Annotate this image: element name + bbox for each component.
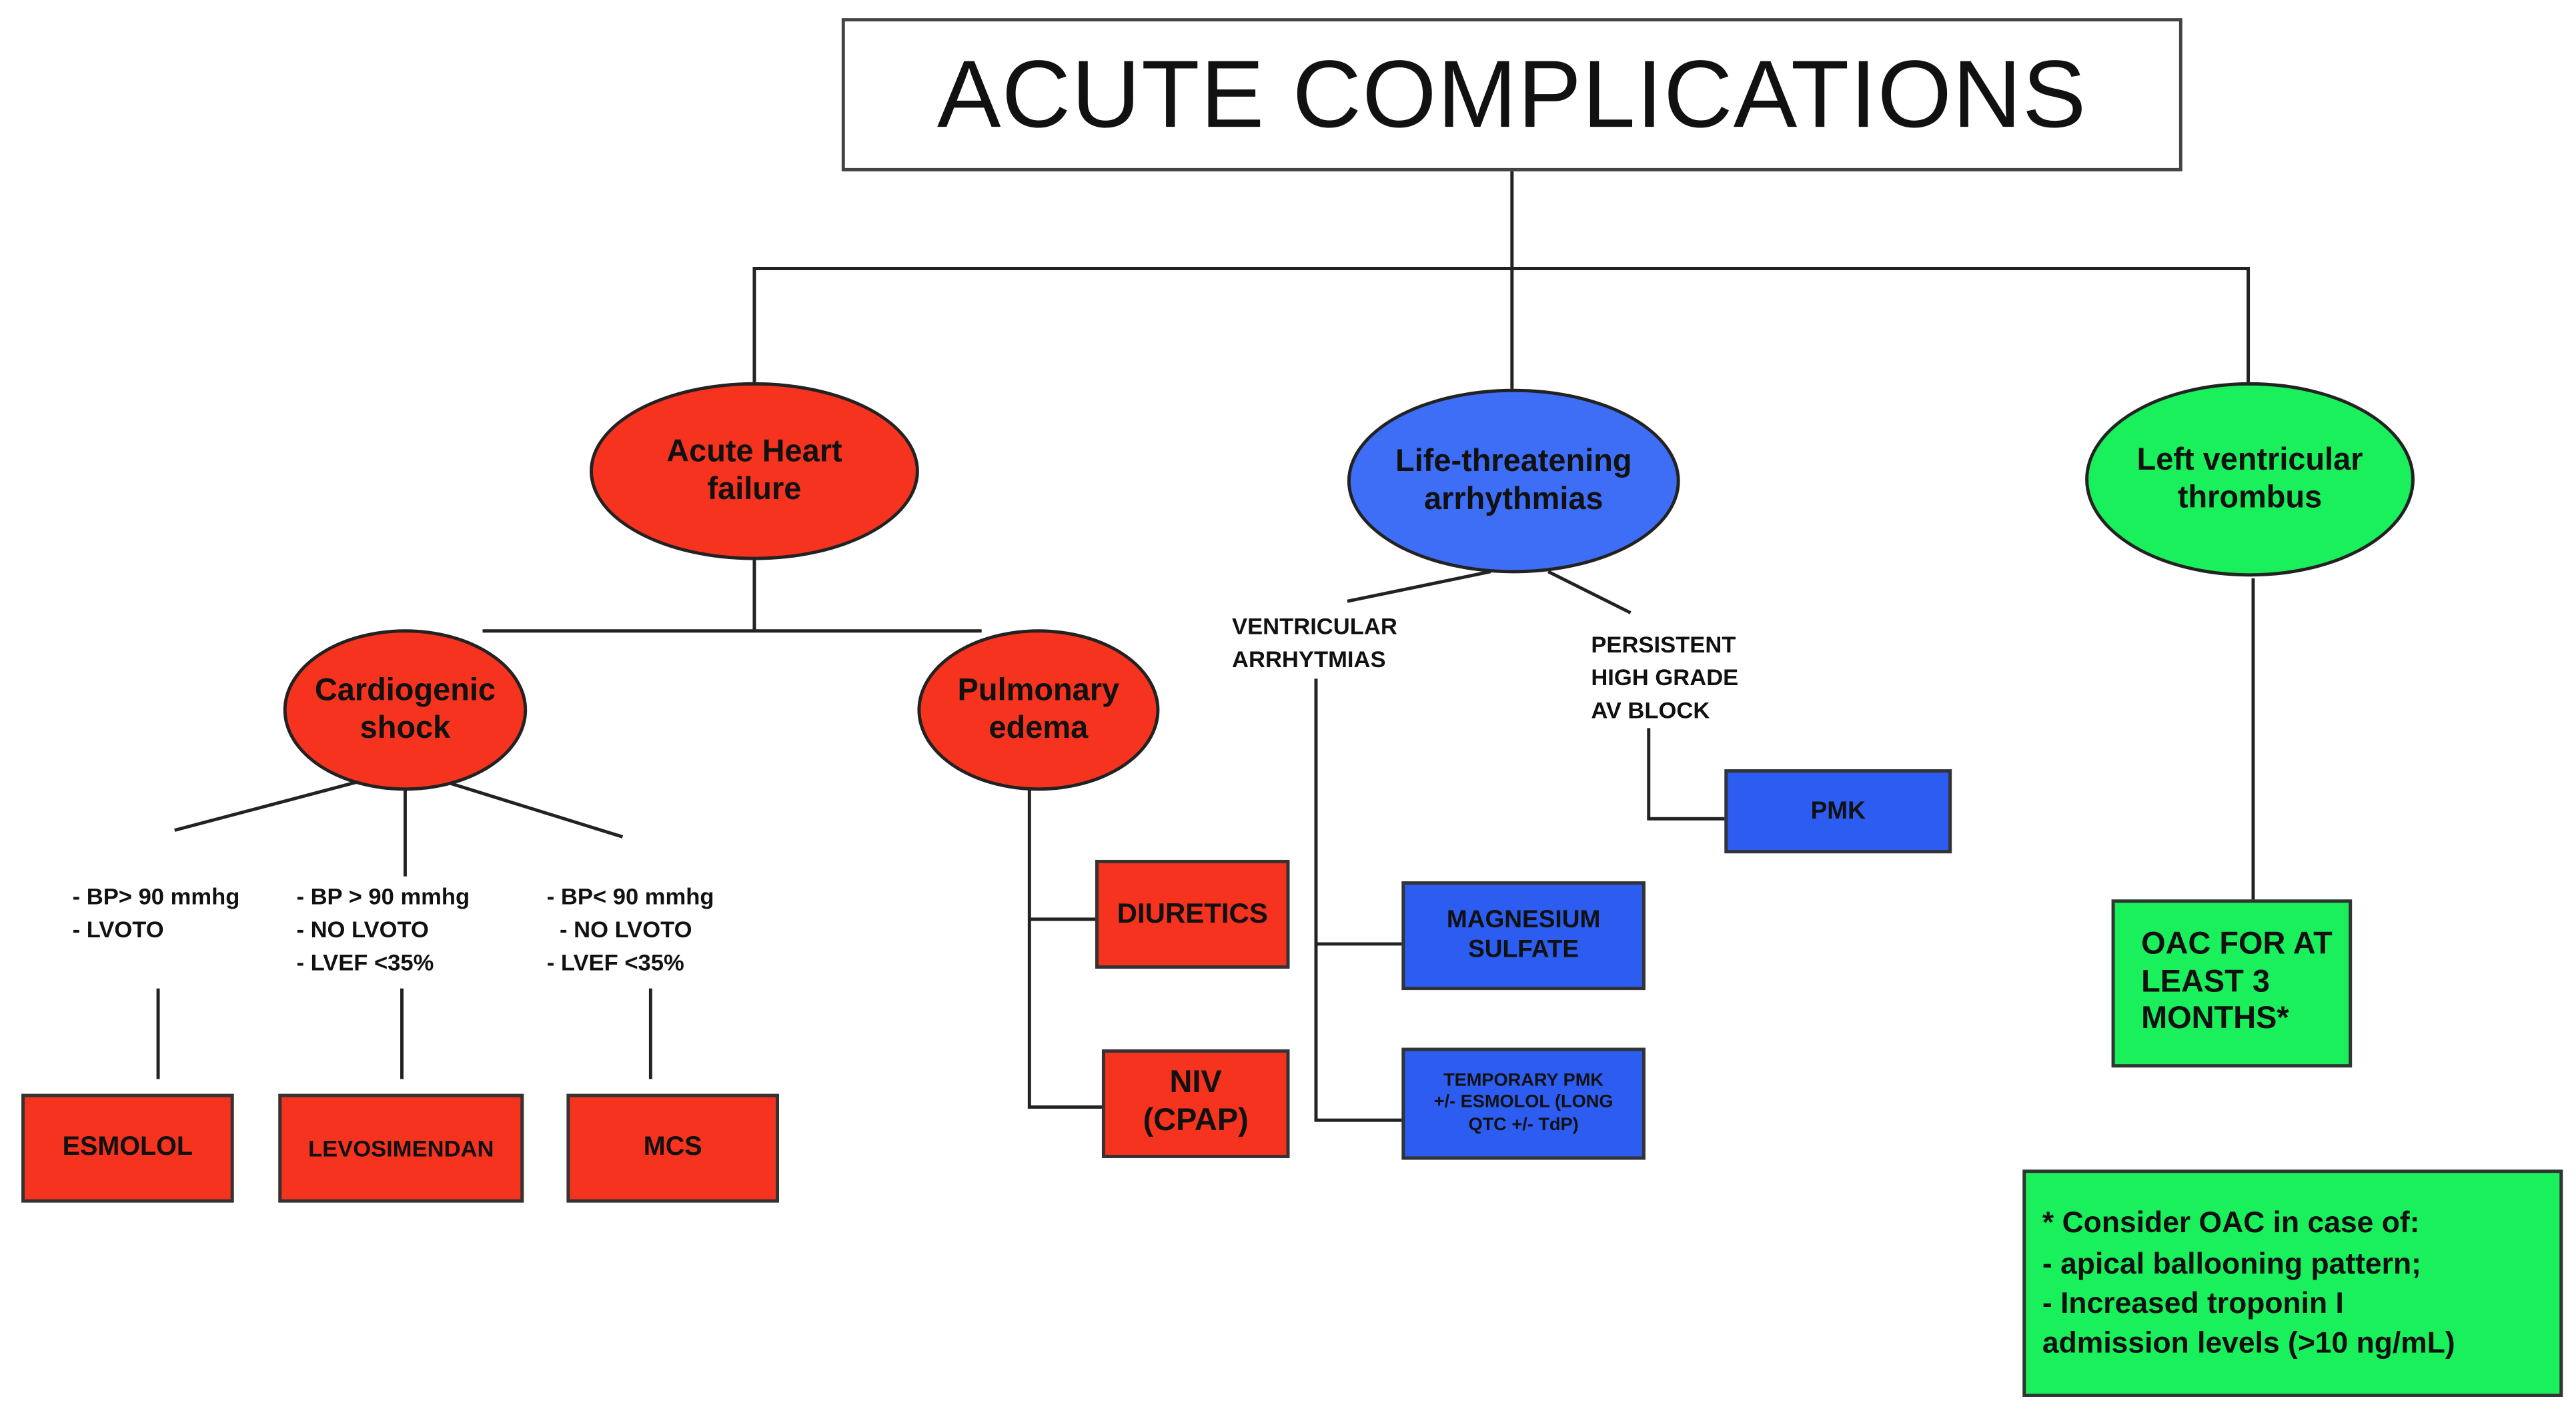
treatment-diuretics: DIURETICS <box>1095 859 1290 969</box>
connector-pmk <box>1647 728 1725 821</box>
node-life-threatening-arrhythmias: Life-threatening arrhythmias <box>1347 388 1680 574</box>
condition-bp-lt90-no-lvoto: - BP< 90 mmhg - NO LVOTO - LVEF <35% <box>546 883 714 975</box>
connector-main-bus <box>752 267 2250 382</box>
title-box: ACUTE COMPLICATIONS <box>841 18 2182 171</box>
condition-bp-gt90-no-lvoto: - BP > 90 mmhg - NO LVOTO - LVEF <35% <box>296 883 470 975</box>
treatment-mcs: MCS <box>566 1093 779 1203</box>
page-title: ACUTE COMPLICATIONS <box>936 41 2087 149</box>
connector-temp-pmk <box>1314 678 1402 1122</box>
node-left-ventricular-thrombus: Left ventricular thrombus <box>2085 382 2415 577</box>
node-pulmonary-edema: Pulmonary edema <box>917 629 1160 791</box>
connector-niv <box>1027 769 1102 1109</box>
node-cardiogenic-shock: Cardiogenic shock <box>283 629 528 791</box>
treatment-magnesium-sulfate: MAGNESIUM SULFATE <box>1401 881 1646 991</box>
treatment-esmolol: ESMOLOL <box>21 1093 234 1203</box>
condition-persistent-av-block: PERSISTENT HIGH GRADE AV BLOCK <box>1591 630 1739 724</box>
treatment-niv-cpap: NIV (CPAP) <box>1101 1049 1290 1158</box>
node-acute-heart-failure: Acute Heart failure <box>590 382 919 560</box>
condition-bp-gt90-lvoto: - BP> 90 mmhg - LVOTO <box>72 883 240 943</box>
connector-av-block <box>1547 570 1632 614</box>
connector-vent-arr <box>1347 570 1491 603</box>
footnote-oac-criteria: * Consider OAC in case of: - apical ball… <box>2022 1169 2563 1397</box>
treatment-temporary-pmk: TEMPORARY PMK +/- ESMOLOL (LONG QTC +/- … <box>1401 1047 1646 1160</box>
treatment-levosimendan: LEVOSIMENDAN <box>278 1093 524 1203</box>
treatment-pmk: PMK <box>1724 769 1952 854</box>
condition-ventricular-arrhythmias: VENTRICULAR ARRHYTMIAS <box>1232 612 1397 672</box>
treatment-oac: OAC FOR AT LEAST 3 MONTHS* <box>2111 899 2353 1068</box>
